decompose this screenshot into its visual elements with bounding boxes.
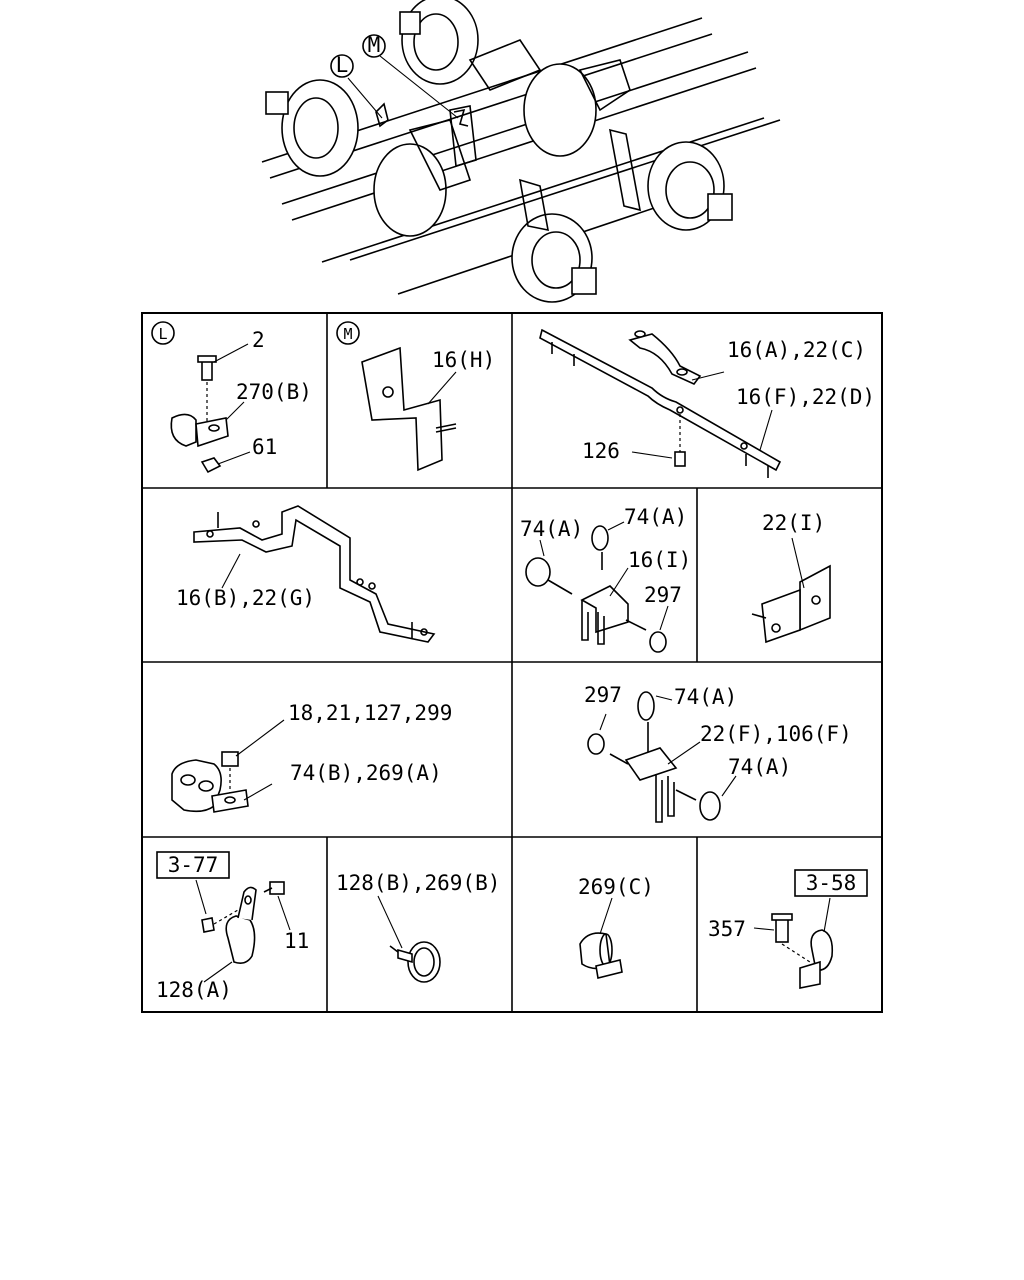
label-2: 2 bbox=[252, 328, 265, 352]
bracket-16h-drawing bbox=[361, 346, 457, 472]
cell-clip-128a: 3-77 11 128(A) bbox=[156, 851, 309, 1002]
label-16a-22c: 16(A),22(C) bbox=[727, 338, 866, 362]
axle-overview-illustration bbox=[261, 0, 781, 303]
svg-text:3-58: 3-58 bbox=[806, 871, 857, 895]
clamp-128b-drawing bbox=[389, 941, 441, 983]
label-16b-22g: 16(B),22(G) bbox=[176, 586, 315, 610]
label-16h: 16(H) bbox=[432, 348, 495, 372]
marker-m: M bbox=[336, 321, 360, 345]
cell-bracket-16i: 74(A) 74(A) 16(I) 297 bbox=[520, 505, 691, 653]
label-128a: 128(A) bbox=[156, 978, 232, 1002]
bolt-clip-drawing bbox=[170, 355, 229, 474]
label-22i: 22(I) bbox=[762, 511, 825, 535]
label-16i: 16(I) bbox=[628, 548, 691, 572]
cell-bracket-22i: 22(I) bbox=[751, 511, 831, 644]
label-16f-22d: 16(F),22(D) bbox=[736, 385, 875, 409]
cell-top-bracket-16a: 16(A),22(C) 16(F),22(D) 126 bbox=[539, 328, 875, 478]
cell-clamp-74b: 18,21,127,299 74(B),269(A) bbox=[171, 701, 452, 813]
svg-text:L: L bbox=[158, 325, 167, 343]
label-74a-bottom: 74(A) bbox=[728, 755, 791, 779]
label-18-21-127-299: 18,21,127,299 bbox=[288, 701, 452, 725]
svg-text:L: L bbox=[336, 53, 349, 77]
svg-text:M: M bbox=[368, 33, 381, 57]
label-61: 61 bbox=[252, 435, 277, 459]
cell-m: M 16(H) bbox=[336, 321, 495, 472]
clip-128a-drawing bbox=[201, 881, 285, 964]
label-11: 11 bbox=[284, 929, 309, 953]
label-22f-106f: 22(F),106(F) bbox=[700, 722, 852, 746]
label-269c: 269(C) bbox=[578, 875, 654, 899]
label-74a-left: 74(A) bbox=[520, 517, 583, 541]
sleeve-269c-drawing bbox=[579, 932, 623, 979]
svg-text:M: M bbox=[343, 325, 352, 343]
cell-l: L 2 270(B) 61 bbox=[151, 321, 312, 474]
marker-l: L bbox=[151, 321, 175, 345]
ref-box-3-58: 3-58 bbox=[794, 869, 868, 897]
label-74b-269a: 74(B),269(A) bbox=[290, 761, 442, 785]
label-126: 126 bbox=[582, 439, 620, 463]
label-128b-269b: 128(B),269(B) bbox=[336, 871, 500, 895]
label-270b: 270(B) bbox=[236, 380, 312, 404]
parts-grid-frame bbox=[141, 312, 883, 1013]
ref-box-3-77: 3-77 bbox=[156, 851, 230, 879]
callout-m: M bbox=[362, 33, 386, 58]
cell-clip-357: 3-58 357 bbox=[708, 869, 868, 989]
label-297: 297 bbox=[644, 583, 682, 607]
callout-l: L bbox=[330, 53, 354, 78]
label-74a-top: 74(A) bbox=[674, 685, 737, 709]
label-297-r3: 297 bbox=[584, 683, 622, 707]
bracket-16i-drawing bbox=[525, 525, 667, 653]
cell-clamp-128b: 128(B),269(B) bbox=[336, 871, 500, 983]
clip-357-drawing bbox=[771, 913, 834, 989]
cell-sleeve-269c: 269(C) bbox=[578, 875, 654, 979]
bracket-22i-drawing bbox=[751, 564, 831, 644]
cell-bracket-22f: 297 74(A) 22(F),106(F) 74(A) bbox=[584, 683, 852, 823]
bracket-22f-drawing bbox=[587, 691, 721, 823]
label-357: 357 bbox=[708, 917, 746, 941]
cell-bracket-16b: 16(B),22(G) bbox=[176, 505, 436, 643]
label-74a-right: 74(A) bbox=[624, 505, 687, 529]
svg-text:3-77: 3-77 bbox=[168, 853, 219, 877]
clamp-74b-drawing bbox=[171, 751, 249, 813]
bracket-16a-drawing bbox=[539, 328, 782, 478]
bracket-16b-drawing bbox=[193, 505, 436, 643]
